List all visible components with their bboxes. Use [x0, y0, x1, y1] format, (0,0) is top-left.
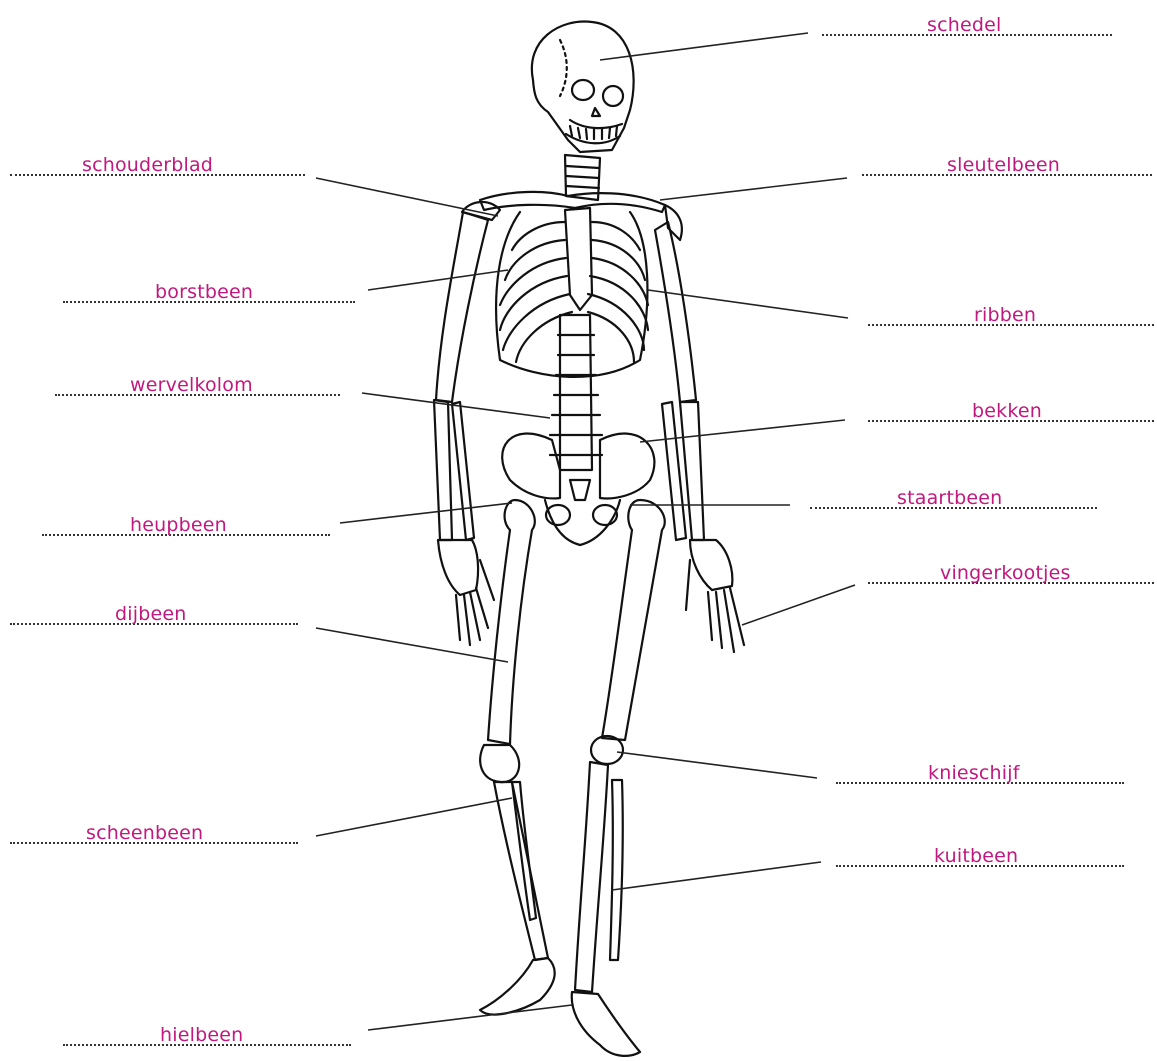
- right-leg-drawing: [480, 500, 555, 1015]
- label-slot-dijbeen[interactable]: dijbeen: [10, 599, 298, 629]
- label-slot-vingerkootjes[interactable]: vingerkootjes: [868, 558, 1154, 588]
- label-slot-ribben[interactable]: ribben: [868, 300, 1154, 330]
- answer-wervelkolom: wervelkolom: [130, 376, 253, 395]
- label-slot-bekken[interactable]: bekken: [868, 396, 1154, 426]
- answer-staartbeen: staartbeen: [897, 489, 1002, 508]
- label-slot-schouderblad[interactable]: schouderblad: [10, 150, 305, 180]
- label-slot-sleutelbeen[interactable]: sleutelbeen: [862, 150, 1152, 180]
- left-arm-drawing: [655, 222, 744, 652]
- label-slot-hielbeen[interactable]: hielbeen: [63, 1020, 351, 1050]
- answer-bekken: bekken: [972, 402, 1042, 421]
- label-slot-schedel[interactable]: schedel: [822, 10, 1112, 40]
- label-slot-kuitbeen[interactable]: kuitbeen: [836, 841, 1124, 871]
- answer-knieschijf: knieschijf: [928, 764, 1020, 783]
- ribcage-drawing: [496, 208, 648, 377]
- answer-kuitbeen: kuitbeen: [934, 847, 1018, 866]
- answer-scheenbeen: scheenbeen: [86, 824, 203, 843]
- answer-hielbeen: hielbeen: [160, 1026, 243, 1045]
- answer-vingerkootjes: vingerkootjes: [940, 564, 1071, 583]
- answer-heupbeen: heupbeen: [130, 516, 227, 535]
- pointer-lines: [316, 33, 855, 1030]
- answer-schedel: schedel: [927, 16, 1002, 35]
- left-leg-drawing: [572, 500, 665, 1056]
- label-slot-scheenbeen[interactable]: scheenbeen: [10, 818, 298, 848]
- spine-drawing: [550, 315, 602, 470]
- answer-sleutelbeen: sleutelbeen: [947, 156, 1060, 175]
- label-slot-heupbeen[interactable]: heupbeen: [42, 510, 330, 540]
- answer-borstbeen: borstbeen: [155, 283, 253, 302]
- label-slot-staartbeen[interactable]: staartbeen: [810, 483, 1097, 513]
- skull-drawing: [532, 22, 634, 152]
- label-slot-knieschijf[interactable]: knieschijf: [836, 758, 1124, 788]
- label-slot-borstbeen[interactable]: borstbeen: [63, 277, 355, 307]
- answer-ribben: ribben: [974, 306, 1036, 325]
- answer-dijbeen: dijbeen: [115, 605, 187, 624]
- label-slot-wervelkolom[interactable]: wervelkolom: [55, 370, 340, 400]
- answer-schouderblad: schouderblad: [82, 156, 213, 175]
